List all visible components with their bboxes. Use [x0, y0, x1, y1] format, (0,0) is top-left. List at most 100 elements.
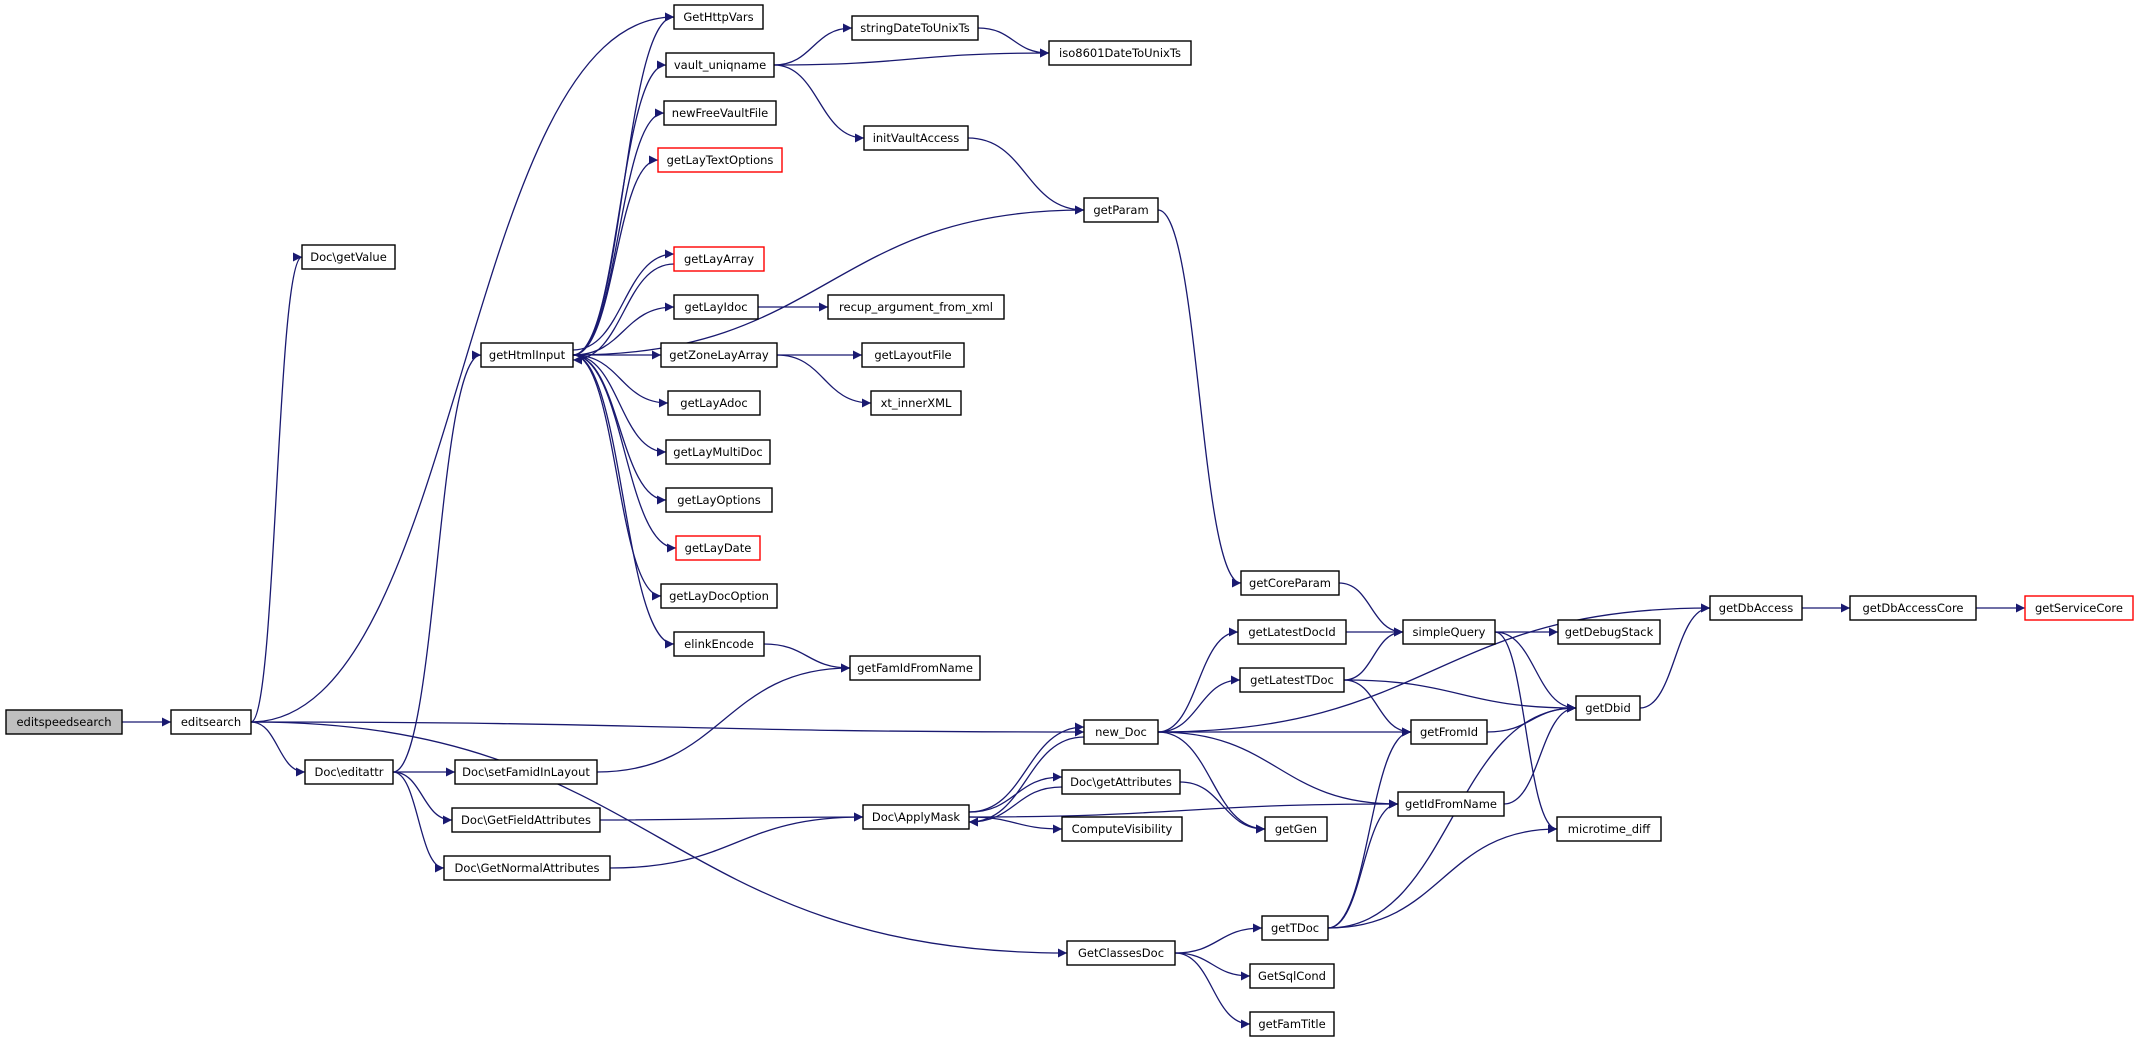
- edge-new_doc-to-getgen: [1157, 731, 1266, 834]
- node-box: [827, 294, 1005, 320]
- node-getfromid[interactable]: getFromId: [1410, 719, 1488, 745]
- node-label: editspeedsearch: [16, 715, 111, 729]
- node-label: getLatestTDoc: [1250, 673, 1334, 687]
- edge-getlatesttdoc-to-getfromid: [1343, 679, 1412, 737]
- edge-vault_uniqname-to-iso8601datetounixts: [773, 48, 1050, 66]
- node-getparam[interactable]: getParam: [1083, 197, 1159, 223]
- node-getlayadoc[interactable]: getLayAdoc: [667, 390, 761, 416]
- node-label: getDbid: [1585, 701, 1631, 715]
- node-label: getZoneLayArray: [669, 348, 769, 362]
- node-doc_getnormalattributes[interactable]: Doc\GetNormalAttributes: [443, 855, 611, 881]
- edge-editsearch-to-getclassesdoc: [250, 721, 1068, 958]
- node-box: [1709, 595, 1803, 621]
- node-box: [673, 246, 765, 272]
- node-getsqlcond[interactable]: GetSqlCond: [1249, 963, 1335, 989]
- node-label: getDebugStack: [1565, 625, 1654, 639]
- node-label: getTDoc: [1271, 921, 1319, 935]
- node-box: [1237, 619, 1347, 645]
- node-getidfromname[interactable]: getIdFromName: [1397, 791, 1505, 817]
- node-getlayarray[interactable]: getLayArray: [673, 246, 765, 272]
- node-gethttpvars[interactable]: GetHttpVars: [673, 4, 764, 30]
- node-box: [1556, 816, 1662, 842]
- node-box: [1264, 816, 1328, 842]
- node-getdbaccesscore[interactable]: getDbAccessCore: [1849, 595, 1977, 621]
- node-computevisibility[interactable]: ComputeVisibility: [1061, 816, 1183, 842]
- node-getfamidfromname[interactable]: getFamIdFromName: [849, 655, 981, 681]
- node-doc_setfamidinlayout[interactable]: Doc\setFamidInLayout: [454, 759, 598, 785]
- node-label: GetClassesDoc: [1078, 946, 1164, 960]
- node-elinkencode[interactable]: elinkEncode: [673, 631, 765, 657]
- node-box: [1557, 619, 1661, 645]
- node-getlaytextoptions[interactable]: getLayTextOptions: [657, 147, 783, 173]
- node-label: vault_uniqname: [674, 58, 766, 72]
- node-label: Doc\getAttributes: [1070, 775, 1172, 789]
- node-doc_getvalue[interactable]: Doc\getValue: [301, 244, 396, 270]
- edge-gettdoc-to-getdbid: [1327, 703, 1577, 929]
- edge-getclassesdoc-to-getfamtitle: [1174, 952, 1251, 1029]
- node-getgen[interactable]: getGen: [1264, 816, 1328, 842]
- node-editspeedsearch[interactable]: editspeedsearch: [5, 709, 123, 735]
- node-getzonelayarray[interactable]: getZoneLayArray: [660, 342, 778, 368]
- node-box: [1575, 695, 1641, 721]
- node-box: [862, 804, 970, 830]
- edge-editsearch-to-gethttpvars: [250, 12, 675, 723]
- edge-new_doc-to-getlatesttdoc: [1157, 675, 1241, 733]
- edge-gettdoc-to-getfromid: [1327, 727, 1412, 929]
- node-label: getLayDocOption: [669, 589, 769, 603]
- node-box: [673, 631, 765, 657]
- node-doc_editattr[interactable]: Doc\editattr: [304, 759, 394, 785]
- node-recup_argument_from_xml[interactable]: recup_argument_from_xml: [827, 294, 1005, 320]
- node-stringdatetounixts[interactable]: stringDateToUnixTs: [851, 15, 979, 41]
- node-getlayoutfile[interactable]: getLayoutFile: [861, 342, 965, 368]
- node-gethtmlinput[interactable]: getHtmlInput: [480, 342, 574, 368]
- node-getdebugstack[interactable]: getDebugStack: [1557, 619, 1661, 645]
- node-getservicecore[interactable]: getServiceCore: [2024, 595, 2134, 621]
- node-doc_applymask[interactable]: Doc\ApplyMask: [862, 804, 970, 830]
- edge-new_doc-to-getidfromname: [1157, 731, 1399, 809]
- node-initvaultaccess[interactable]: initVaultAccess: [863, 125, 969, 151]
- node-getlayidoc[interactable]: getLayIdoc: [673, 294, 759, 320]
- edge-new_doc-to-getdbaccess: [1157, 603, 1711, 733]
- node-getcoreparam[interactable]: getCoreParam: [1240, 570, 1340, 596]
- edge-simplequery-to-getdbid: [1494, 631, 1577, 713]
- edge-doc_editattr-to-doc_getfieldattributes: [392, 771, 453, 825]
- edge-gethtmlinput-to-getlayadoc: [572, 354, 669, 408]
- edge-doc_applymask-to-getidfromname: [968, 799, 1399, 818]
- edge-doc_editattr-to-doc_getnormalattributes: [392, 771, 445, 873]
- node-getlayoptions[interactable]: getLayOptions: [665, 487, 773, 513]
- edge-gethtmlinput-to-getlayidoc: [572, 302, 675, 356]
- node-gettdoc[interactable]: getTDoc: [1261, 915, 1329, 941]
- node-box: [673, 4, 764, 30]
- node-doc_getattributes[interactable]: Doc\getAttributes: [1061, 769, 1181, 795]
- node-box: [665, 487, 773, 513]
- edge-gethtmlinput-to-getparam: [572, 205, 1085, 356]
- node-new_doc[interactable]: new_Doc: [1083, 719, 1159, 745]
- node-label: getLayDate: [685, 541, 752, 555]
- node-getclassesdoc[interactable]: GetClassesDoc: [1066, 940, 1176, 966]
- node-box: [1066, 940, 1176, 966]
- node-getdbid[interactable]: getDbid: [1575, 695, 1641, 721]
- node-getlatesttdoc[interactable]: getLatestTDoc: [1239, 667, 1345, 693]
- node-box: [1061, 816, 1183, 842]
- node-getfamtitle[interactable]: getFamTitle: [1249, 1011, 1335, 1037]
- node-getlaymultidoc[interactable]: getLayMultiDoc: [665, 439, 771, 465]
- node-vault_uniqname[interactable]: vault_uniqname: [665, 52, 775, 78]
- node-getlaydocoption[interactable]: getLayDocOption: [660, 583, 778, 609]
- node-box: [1240, 570, 1340, 596]
- edge-getcoreparam-to-simplequery: [1338, 582, 1404, 637]
- node-getdbaccess[interactable]: getDbAccess: [1709, 595, 1803, 621]
- node-label: getLayTextOptions: [667, 153, 774, 167]
- node-doc_getfieldattributes[interactable]: Doc\GetFieldAttributes: [451, 807, 601, 833]
- node-iso8601datetounixts[interactable]: iso8601DateToUnixTs: [1048, 40, 1192, 66]
- node-box: [851, 15, 979, 41]
- node-simplequery[interactable]: simpleQuery: [1402, 619, 1496, 645]
- edge-doc_getattributes-to-getgen: [1179, 781, 1266, 834]
- node-editsearch[interactable]: editsearch: [170, 709, 252, 735]
- node-newfreevaultfile[interactable]: newFreeVaultFile: [663, 100, 777, 126]
- node-getlatestdocid[interactable]: getLatestDocId: [1237, 619, 1347, 645]
- node-box: [665, 439, 771, 465]
- node-getlaydate[interactable]: getLayDate: [675, 535, 761, 561]
- node-microtime_diff[interactable]: microtime_diff: [1556, 816, 1662, 842]
- node-xt_innerxml[interactable]: xt_innerXML: [870, 390, 962, 416]
